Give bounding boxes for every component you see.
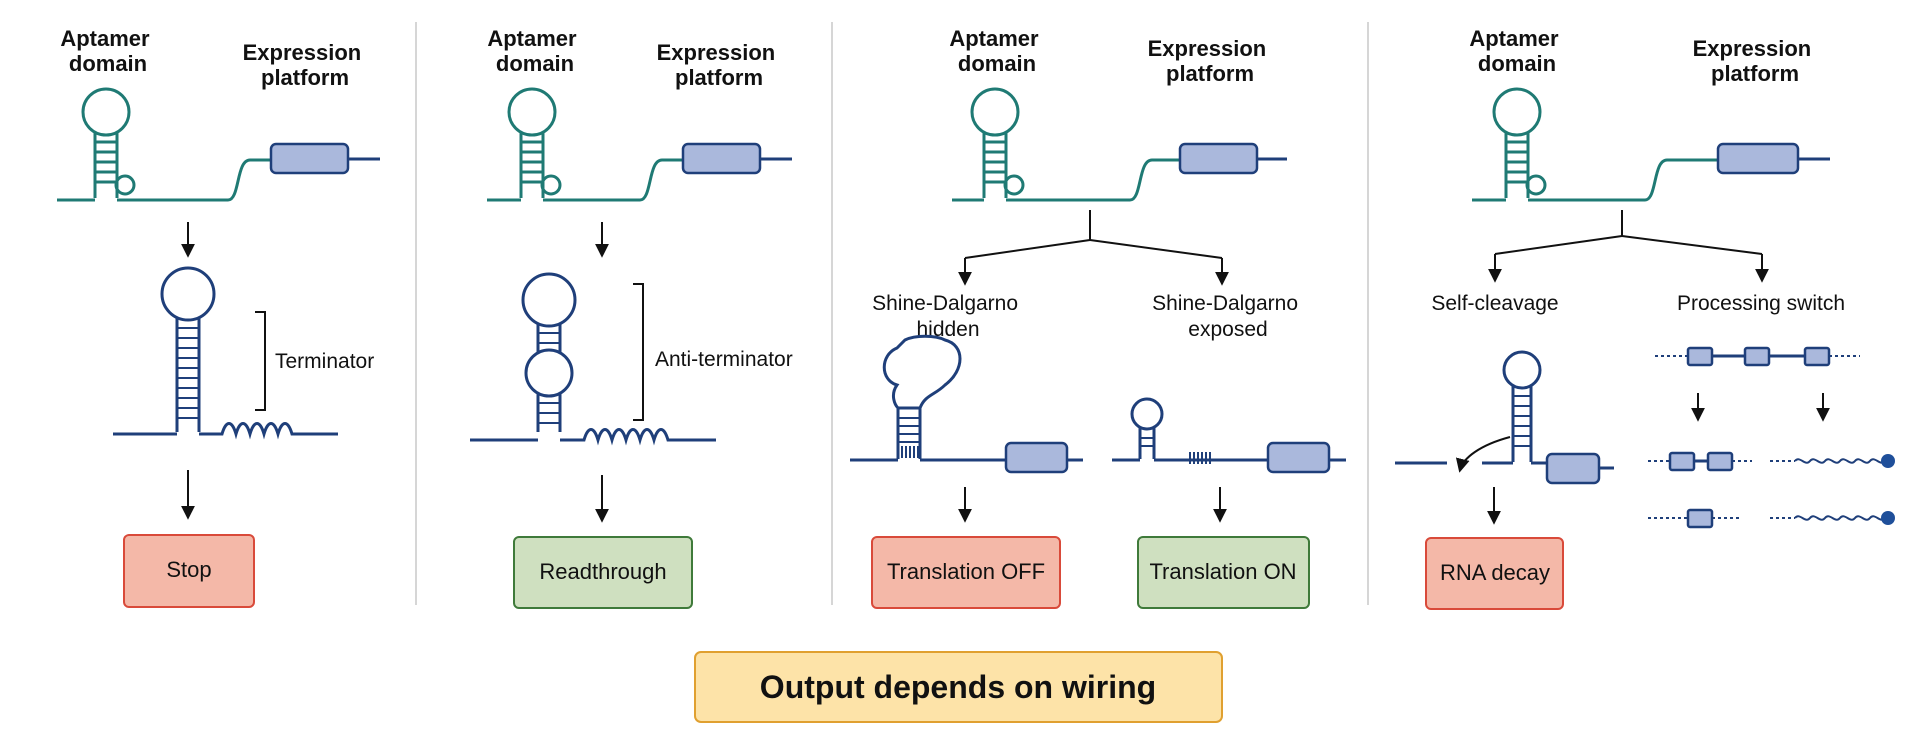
branch-right-line: [1621, 235, 1763, 255]
outcome-readthrough: Readthrough: [539, 559, 666, 584]
aptamer-hairpin: [952, 87, 1182, 202]
panel-terminator: Aptamer domain Expression platform: [57, 26, 380, 608]
terminator-label: Terminator: [275, 350, 374, 373]
outcome-translation-on: Translation ON: [1149, 559, 1296, 584]
aptamer-domain-label: Aptamer domain: [487, 26, 582, 76]
gene-box: [269, 142, 350, 175]
outcome-translation-off: Translation OFF: [887, 559, 1045, 584]
self-cleavage-label: Self-cleavage: [1431, 292, 1558, 315]
branch-left-line: [964, 239, 1091, 259]
aptamer-domain-label: Aptamer domain: [1469, 26, 1564, 76]
aptamer-hairpin: [487, 87, 684, 202]
expression-platform-label: Expression platform: [1693, 36, 1818, 86]
processing-switch-label: Processing switch: [1677, 292, 1845, 315]
sd-exposed-label: Shine-Dalgarno exposed: [1152, 292, 1304, 341]
outcome-box-translation-off: [871, 536, 1061, 609]
self-cleavage-structure: [1395, 350, 1548, 473]
terminator-bracket: [255, 311, 266, 411]
aptamer-hairpin: [1472, 87, 1720, 202]
expression-platform-label: Expression platform: [243, 40, 368, 90]
gene-box: [681, 142, 762, 175]
branch-left-line: [1494, 235, 1623, 255]
branch-right-line: [1089, 239, 1223, 259]
panel-self-cleavage: Aptamer domain Expression platform Self-…: [1395, 26, 1895, 610]
outcome-rna-decay: RNA decay: [1440, 560, 1550, 585]
summary-banner: [694, 651, 1223, 723]
summary-banner-text: Output depends on wiring: [760, 669, 1156, 705]
outcome-box-rna-decay: [1425, 537, 1564, 610]
outcome-box-readthrough: [513, 536, 693, 609]
terminator-hairpin: [113, 266, 338, 440]
outcome-stop: Stop: [166, 557, 211, 582]
sd-hidden-label: Shine-Dalgarno hidden: [872, 292, 1024, 341]
aptamer-domain-label: Aptamer domain: [60, 26, 155, 76]
gene-box: [1266, 441, 1331, 474]
expression-platform-label: Expression platform: [657, 40, 782, 90]
processing-switch-structure: [1648, 346, 1895, 529]
sd-exposed-structure: [1112, 397, 1270, 464]
outcome-box-translation-on: [1137, 536, 1310, 609]
aptamer-domain-label: Aptamer domain: [949, 26, 1044, 76]
outcome-box-stop: [123, 534, 255, 608]
sd-hidden-structure: [850, 334, 1008, 462]
gene-box: [1178, 142, 1259, 175]
gene-box: [1716, 142, 1800, 175]
anti-terminator-bracket: [633, 283, 644, 421]
expression-platform-label: Expression platform: [1148, 36, 1273, 86]
gene-box: [1545, 452, 1601, 485]
panel-anti-terminator: Aptamer domain Expression platform: [470, 26, 793, 609]
aptamer-hairpin: [57, 87, 275, 202]
gene-box: [1004, 441, 1069, 474]
anti-terminator-hairpin: [470, 272, 716, 446]
panel-translation: Aptamer domain Expression platform Shine…: [850, 26, 1346, 609]
anti-terminator-label: Anti-terminator: [655, 348, 793, 371]
